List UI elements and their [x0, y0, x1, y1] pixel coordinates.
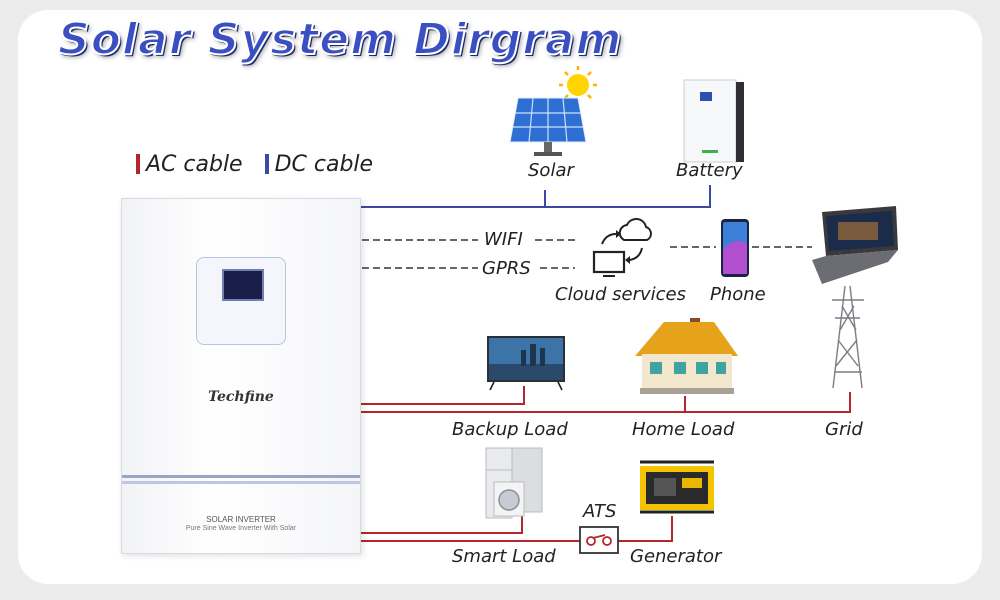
dc-cable-solar-battery [359, 185, 711, 208]
smart-load-appliances-icon [485, 447, 543, 519]
ac-cable-backup-load [359, 386, 525, 405]
ac-cable-swatch [136, 154, 140, 174]
cloud-services-label: Cloud services [555, 284, 686, 305]
gprs-label: GPRS [482, 258, 531, 279]
solar-label: Solar [528, 160, 574, 181]
ats-contact-right [602, 536, 612, 546]
phone-label: Phone [710, 284, 766, 305]
cable-legend: AC cable DC cable [136, 152, 373, 177]
solar-panel-icon [509, 97, 587, 156]
ats-contact-left [586, 536, 596, 546]
dc-cable-swatch [264, 154, 269, 174]
inverter-stripe-2 [122, 481, 360, 484]
inverter-control-panel [196, 257, 286, 345]
cloud-services-icon [592, 217, 652, 277]
ats-contact-bridge [592, 534, 606, 539]
battery-icon [683, 79, 744, 163]
inverter-model: SOLAR INVERTER [206, 515, 276, 524]
generator-icon [640, 460, 714, 514]
inverter-display-screen [222, 269, 264, 301]
solar-inverter: Techfine SOLAR INVERTER Pure Sine Wave I… [121, 198, 361, 554]
generator-label: Generator [630, 546, 722, 567]
tv-icon [487, 336, 565, 391]
grid-label: Grid [825, 419, 863, 440]
inverter-subtitle: Pure Sine Wave Inverter With Solar [185, 525, 297, 532]
ac-cable-smart-load [359, 516, 523, 534]
smart-load-label: Smart Load [452, 546, 556, 567]
dc-cable-label: DC cable [274, 152, 374, 177]
wifi-label: WIFI [484, 229, 523, 250]
inverter-brand: Techfine [208, 389, 274, 405]
battery-label: Battery [676, 160, 743, 181]
ac-cable-grid [359, 392, 851, 413]
inverter-stripe-1 [122, 475, 360, 478]
ats-label: ATS [583, 501, 617, 522]
backup-load-label: Backup Load [452, 419, 568, 440]
ac-cable-generator [618, 516, 673, 542]
ats-switch-box [579, 526, 619, 554]
diagram-title: Solar System Dirgram [57, 13, 623, 66]
grid-tower-icon [832, 285, 864, 389]
home-load-label: Home Load [632, 419, 735, 440]
phone-icon [721, 219, 749, 277]
house-icon [635, 318, 738, 394]
ac-cable-label: AC cable [146, 152, 243, 177]
laptop-icon [812, 206, 898, 284]
